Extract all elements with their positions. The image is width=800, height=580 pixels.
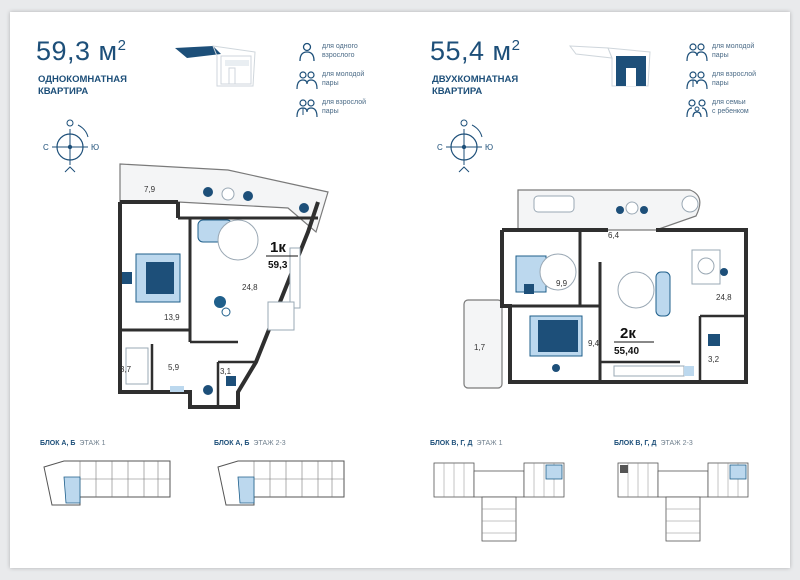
young-couple-icon (686, 43, 708, 62)
area-value: 59,3 м (36, 36, 118, 66)
room-type-line1: ОДНОКОМНАТНАЯ (38, 74, 127, 85)
audience-item: для молодой пары (686, 42, 786, 62)
room-type-line2: КВАРТИРА (432, 86, 483, 97)
target-audience-list: для одного взрослого для молодой пары для … (296, 42, 396, 126)
single-person-icon (299, 42, 315, 62)
block-name: БЛОК А, Б (214, 440, 250, 447)
floor-plan-1k: 7,9 24,8 13,9 3,7 5,9 3,1 1к 59,3 (118, 163, 329, 409)
compass-west-label: С (43, 143, 49, 152)
audience-item: для взрослой пары (686, 70, 786, 90)
compass-icon: С Ю (437, 119, 493, 173)
room-type: ДВУХКОМНАТНАЯ КВАРТИРА (432, 74, 542, 98)
room-area-label: 7,9 (144, 185, 156, 194)
floor-plan-2k: 6,4 9,9 24,8 1,7 9,4 3,2 2к 55,40 (463, 189, 748, 389)
area-unit: 2 (117, 37, 127, 54)
apartment-card-left: 59,3 м2 ОДНОКОМНАТНАЯ КВАРТИРА для одног… (10, 12, 400, 568)
audience-text: пары (712, 52, 729, 59)
audience-text: взрослого (322, 52, 355, 59)
apartment-area: 55,4 м2 (430, 36, 520, 67)
family-with-child-icon (686, 99, 708, 118)
target-audience-list: для молодой пары для взрослой пары (686, 42, 786, 126)
block-name: БЛОК В, Г, Д (614, 440, 657, 447)
room-area-label: 1,7 (474, 343, 486, 352)
audience-text: пары (322, 80, 339, 87)
building-location-icon (175, 45, 256, 87)
room-area-label: 3,2 (708, 355, 720, 364)
audience-text: для взрослой (712, 71, 757, 78)
audience-text: пары (322, 108, 339, 115)
room-area-label: 5,9 (168, 363, 180, 372)
block-name: БЛОК А, Б (40, 440, 76, 447)
room-area-label: 13,9 (164, 313, 180, 322)
apartment-code: 1к (270, 239, 286, 256)
compass-east-label: Ю (485, 143, 493, 152)
building-floor-map (43, 460, 171, 506)
room-area-label: 3,7 (120, 365, 132, 374)
apartment-area: 59,3 м2 (36, 36, 126, 67)
room-type-line1: ДВУХКОМНАТНАЯ (432, 74, 519, 85)
audience-text: пары (712, 80, 729, 87)
room-area-label: 9,4 (588, 339, 600, 348)
room-area-label: 24,8 (716, 293, 732, 302)
block-name: БЛОК В, Г, Д (430, 440, 473, 447)
building-floor-map (433, 462, 565, 542)
room-area-label: 3,1 (220, 367, 232, 376)
floor-name: ЭТАЖ 2-3 (660, 440, 693, 447)
apartment-total-area: 55,40 (614, 346, 639, 357)
floor-name: ЭТАЖ 1 (476, 440, 503, 447)
room-area-label: 6,4 (608, 231, 620, 240)
room-type-line2: КВАРТИРА (38, 86, 89, 97)
audience-text: для молодой (322, 71, 365, 78)
apartment-total-area: 59,3 (268, 260, 288, 271)
audience-text: для одного (322, 43, 358, 50)
apartment-card-right: 55,4 м2 ДВУХКОМНАТНАЯ КВАРТИРА для молод… (400, 12, 790, 568)
floor-name: ЭТАЖ 1 (79, 440, 106, 447)
area-unit: 2 (511, 37, 521, 54)
audience-item: для взрослой пары (296, 98, 396, 118)
building-location-icon (568, 45, 651, 87)
compass-east-label: Ю (91, 143, 99, 152)
adult-couple-icon (296, 99, 318, 118)
building-floor-map (617, 462, 749, 542)
room-area-label: 9,9 (556, 279, 568, 288)
room-type: ОДНОКОМНАТНАЯ КВАРТИРА (38, 74, 148, 98)
audience-item: для молодой пары (296, 70, 396, 90)
compass-west-label: С (437, 143, 443, 152)
brochure-page: 59,3 м2 ОДНОКОМНАТНАЯ КВАРТИРА для одног… (10, 12, 790, 568)
audience-text: для взрослой (322, 99, 367, 106)
compass-icon: С Ю (43, 119, 99, 173)
adult-couple-icon (686, 71, 708, 90)
young-couple-icon (296, 71, 318, 90)
floor-name: ЭТАЖ 2-3 (253, 440, 286, 447)
area-value: 55,4 м (430, 36, 512, 66)
audience-text: для молодой (712, 43, 755, 50)
building-floor-map (217, 460, 345, 506)
apartment-code: 2к (620, 325, 636, 342)
audience-item: для одного взрослого (296, 42, 396, 62)
audience-text: с ребенком (712, 108, 749, 115)
audience-item: для семьи с ребенком (686, 98, 786, 118)
audience-text: для семьи (712, 99, 746, 106)
room-area-label: 24,8 (242, 283, 258, 292)
